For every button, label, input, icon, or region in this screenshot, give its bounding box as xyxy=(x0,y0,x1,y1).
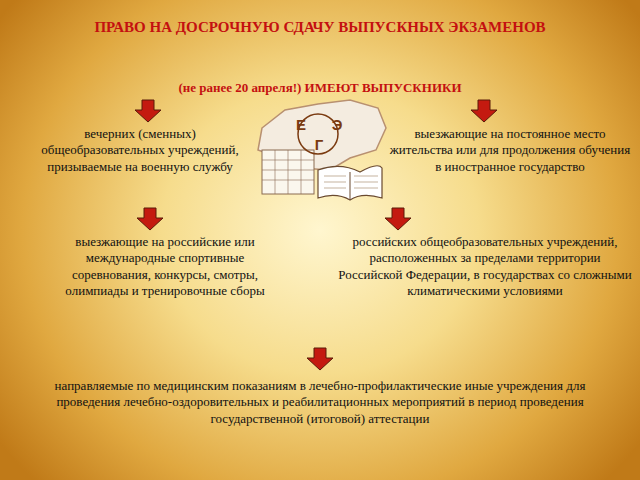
down-arrow xyxy=(307,348,333,370)
emblem-letter: Е xyxy=(294,116,308,135)
emblem-letter: Г xyxy=(312,136,326,155)
down-arrow xyxy=(471,100,497,122)
category-text: направляемые по медицинским показаниям в… xyxy=(28,378,612,427)
page-title: ПРАВО НА ДОСРОЧНУЮ СДАЧУ ВЫПУСКНЫХ ЭКЗАМ… xyxy=(10,18,630,37)
down-arrow xyxy=(385,208,411,230)
down-arrow xyxy=(137,208,163,230)
down-arrow xyxy=(135,100,161,122)
emblem-letter: Э xyxy=(330,116,344,135)
ege-emblem xyxy=(258,100,386,200)
category-text: российских общеобразовательных учреждени… xyxy=(338,234,632,299)
subtitle: (не ранее 20 апреля!) ИМЕЮТ ВЫПУСКНИКИ xyxy=(110,80,530,96)
category-text: выезжающие на постоянное место жительств… xyxy=(388,126,632,175)
category-text: вечерних (сменных) общеобразовательных у… xyxy=(30,126,250,175)
category-text: выезжающие на российские или международн… xyxy=(45,234,285,299)
